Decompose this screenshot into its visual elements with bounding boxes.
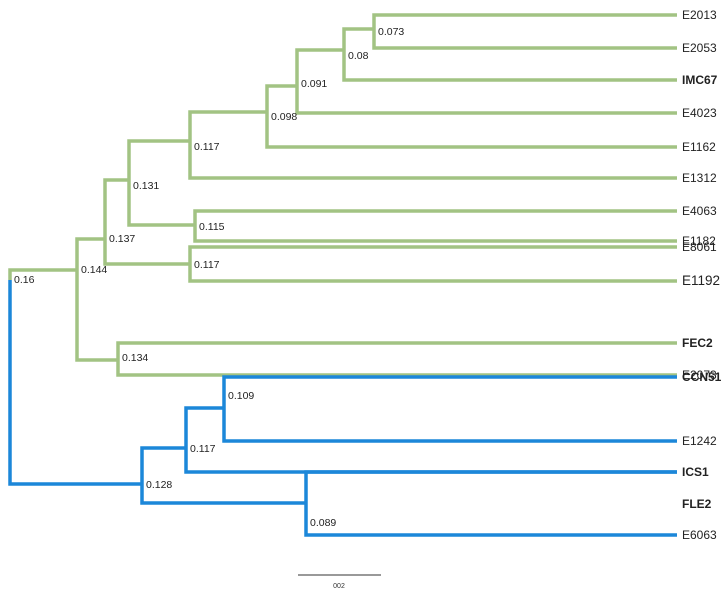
node-label-n091: 0.091 xyxy=(301,78,327,90)
branch-n131 xyxy=(127,139,195,227)
branch-n091 xyxy=(295,48,677,115)
branch-n109 xyxy=(222,375,677,443)
node-label-n117b: 0.117 xyxy=(194,259,220,271)
leaf-label: FLE2 xyxy=(682,497,712,511)
leaf-label: E4063 xyxy=(682,204,717,218)
node-label-n117a: 0.117 xyxy=(194,141,220,153)
leaf-label: E1162 xyxy=(682,140,716,154)
node-label-n131: 0.131 xyxy=(133,180,159,192)
node-label-root: 0.16 xyxy=(14,274,35,286)
branch-n115 xyxy=(193,209,677,243)
root-branch-lower xyxy=(8,280,142,486)
node-label-n134: 0.134 xyxy=(122,352,148,364)
leaf-label: E1242 xyxy=(682,434,717,448)
leaf-label: E1192 xyxy=(682,273,720,288)
root-branch-upper xyxy=(8,268,77,280)
branch-n073 xyxy=(372,13,677,50)
node-label-n144: 0.144 xyxy=(81,264,107,276)
leaf-label: E4023 xyxy=(682,106,717,120)
node-label-n089: 0.089 xyxy=(310,517,336,529)
branch-n08 xyxy=(342,27,677,82)
node-label-n128: 0.128 xyxy=(146,479,172,491)
branch-n098 xyxy=(265,84,677,149)
leaf-label: IMC67 xyxy=(682,73,718,87)
branch-n128 xyxy=(140,446,306,505)
leaf-label: E6063 xyxy=(682,528,717,542)
branch-n134 xyxy=(116,341,677,377)
leaf-label: E2053 xyxy=(682,41,717,55)
branch-n117b xyxy=(188,245,677,283)
leaf-label: E1312 xyxy=(682,171,717,185)
branch-n144 xyxy=(75,237,118,362)
node-label-n073: 0.073 xyxy=(378,26,404,38)
branch-n089 xyxy=(304,470,677,537)
branch-n117a xyxy=(188,110,677,180)
node-label-n098: 0.098 xyxy=(271,111,297,123)
leaf-label: E1182 xyxy=(682,234,716,248)
leaf-label: E8061 xyxy=(682,240,717,254)
leaf-label: E2013 xyxy=(682,8,717,22)
scale-bar-label: 002 xyxy=(333,583,345,590)
node-label-n137: 0.137 xyxy=(109,233,135,245)
node-label-n08: 0.08 xyxy=(348,50,369,62)
node-label-n117c: 0.117 xyxy=(190,443,216,455)
branch-n137 xyxy=(103,178,190,266)
node-label-n109: 0.109 xyxy=(228,390,254,402)
leaf-label: E2073 xyxy=(682,368,717,382)
leaf-label: ICS1 xyxy=(682,465,709,479)
leaf-label: FEC2 xyxy=(682,336,713,350)
leaf-label: CCN51 xyxy=(682,370,722,384)
node-label-n115: 0.115 xyxy=(199,221,225,233)
